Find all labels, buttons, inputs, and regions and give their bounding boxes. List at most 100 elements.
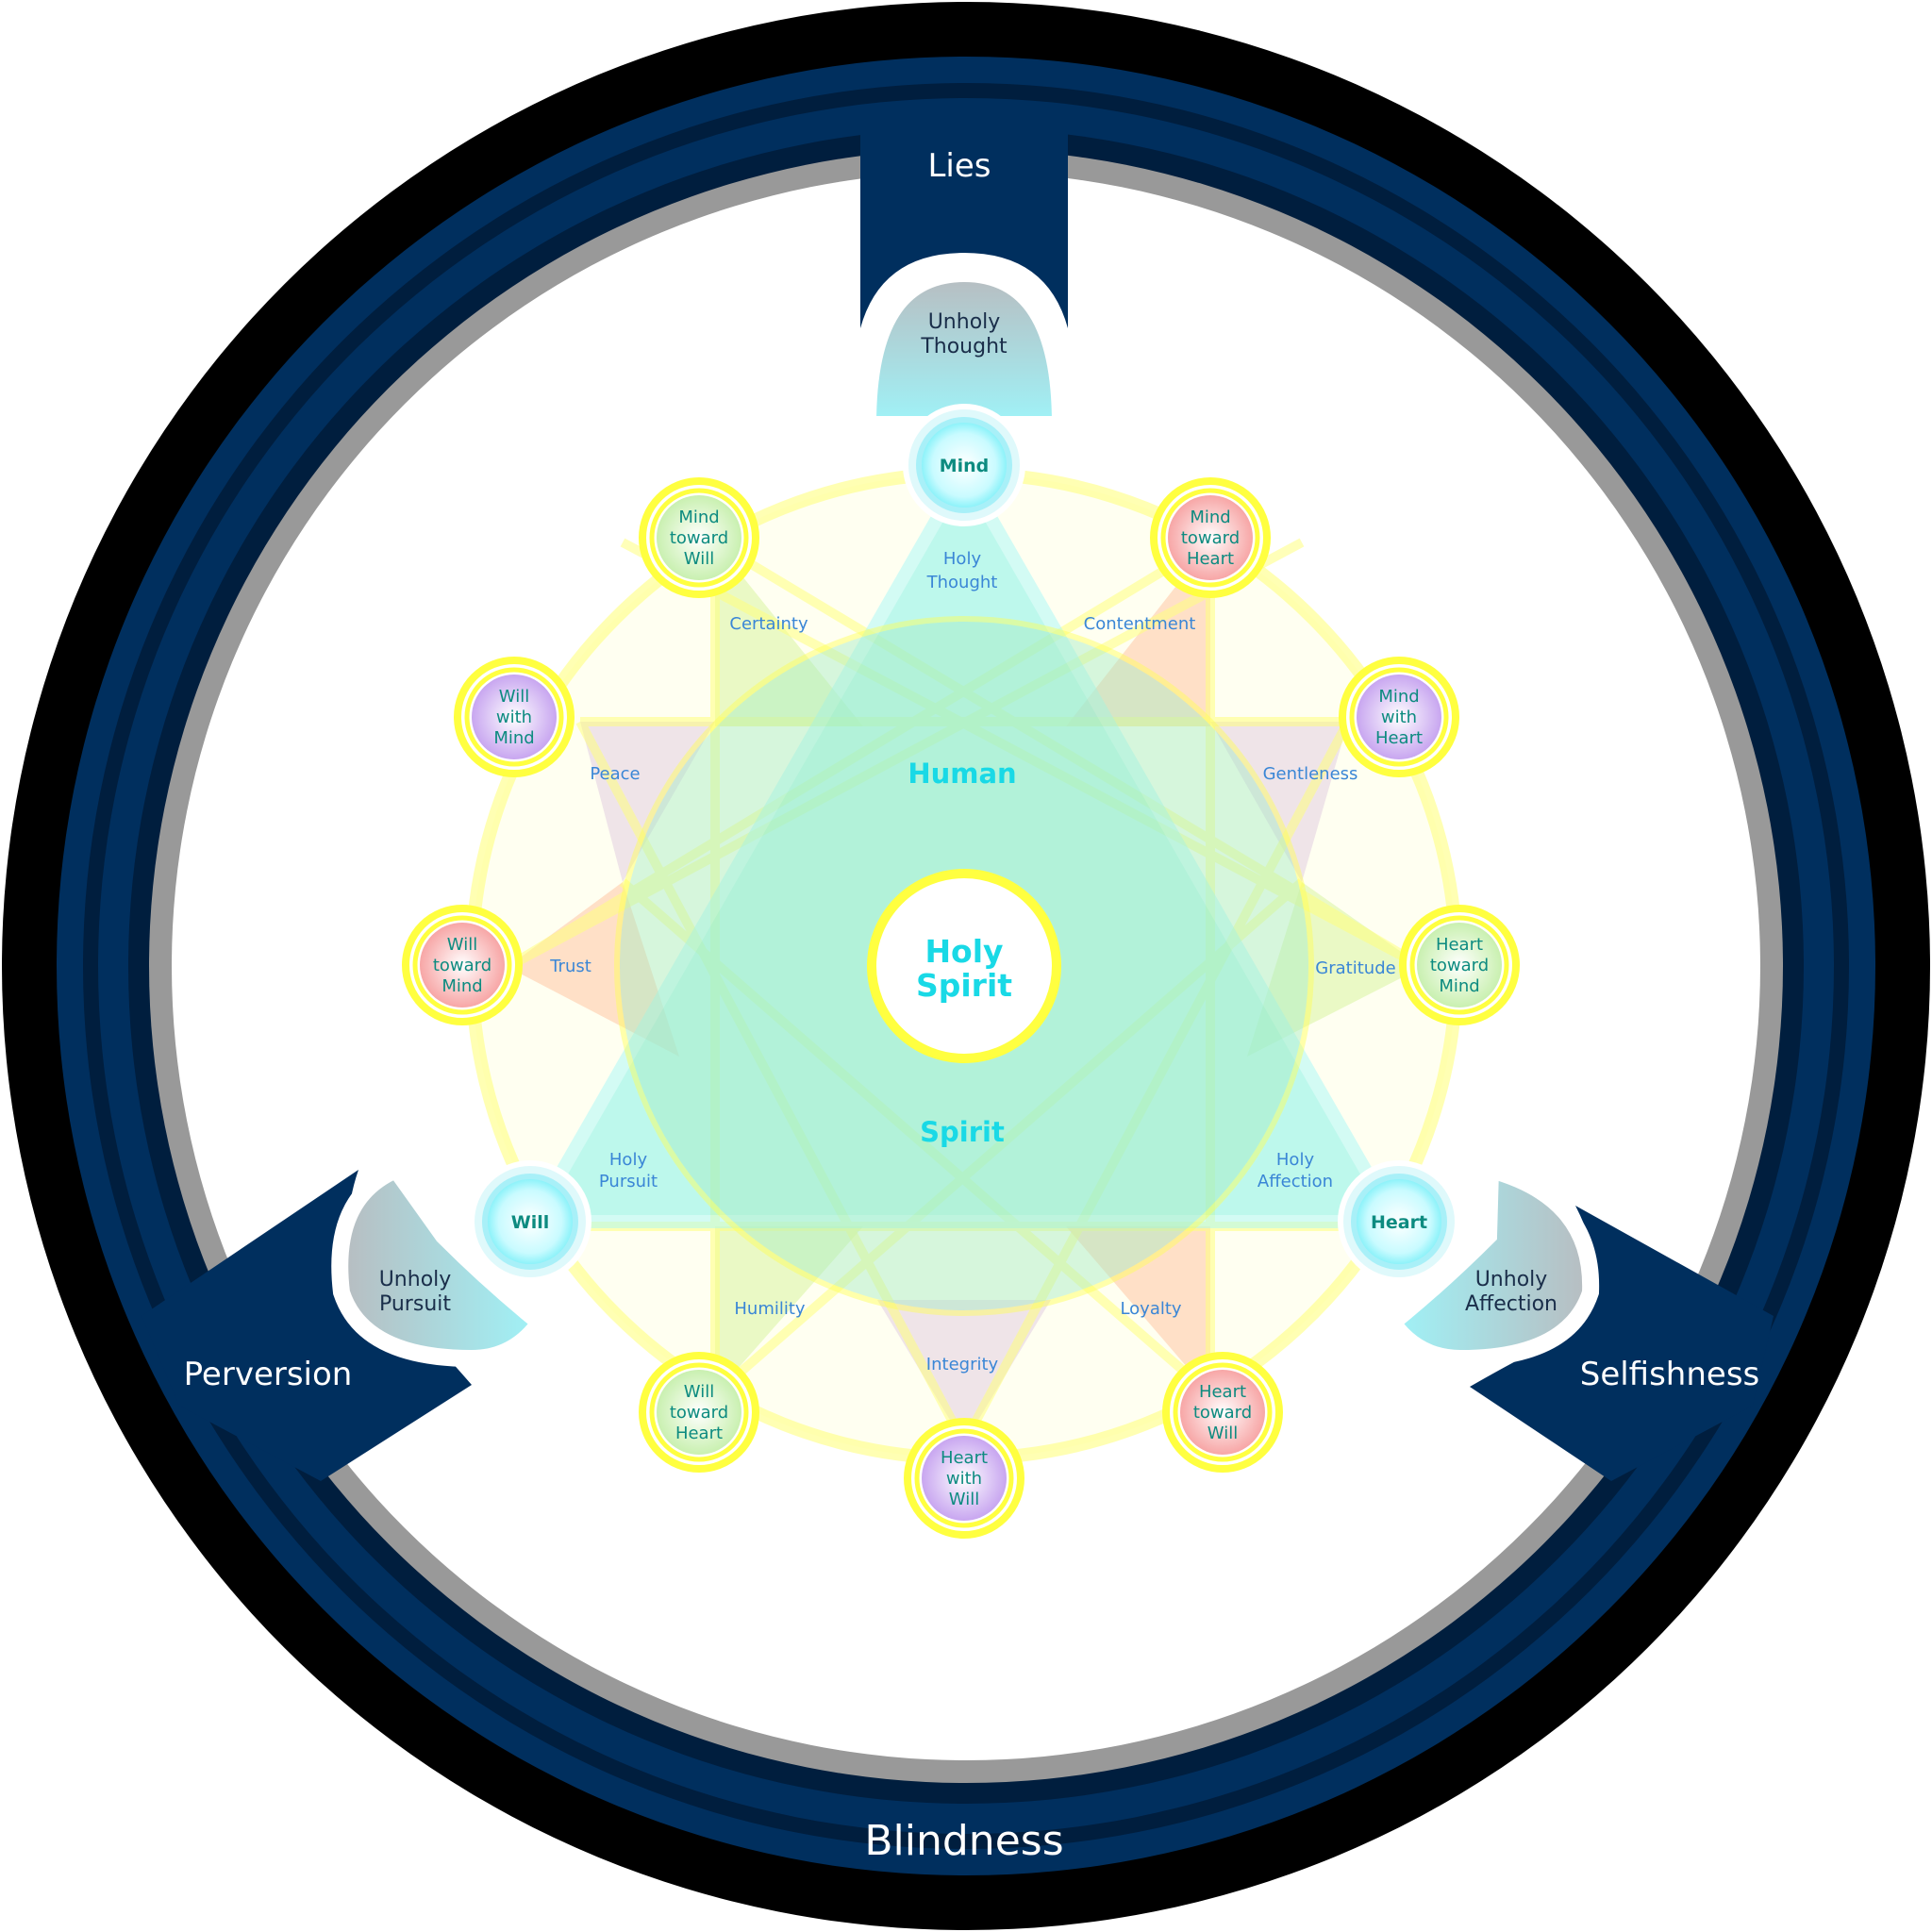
node-label-line: Will xyxy=(684,1382,714,1402)
mind-node: Mind xyxy=(903,404,1025,526)
holy-thought-line1: Holy xyxy=(943,549,982,569)
unholy-pursuit-shape xyxy=(331,1158,552,1368)
node-fill xyxy=(657,1370,741,1455)
virtue-gratitude: Gratitude xyxy=(1315,958,1395,978)
node-label-line: toward xyxy=(670,528,728,548)
unholy-labels: Unholy Thought Unholy Pursuit Unholy Aff… xyxy=(379,310,1557,1316)
holy-spirit-line1: Holy xyxy=(924,933,1003,970)
node-label-line: Mind xyxy=(1378,687,1419,707)
node-label-line: Will xyxy=(1208,1424,1238,1443)
node-fill xyxy=(1168,495,1253,580)
node-label-line: Will xyxy=(684,549,714,569)
node-label-line: Mind xyxy=(678,508,719,527)
holy-affection-line2: Affection xyxy=(1257,1172,1333,1191)
virtue-peace: Peace xyxy=(590,764,640,784)
corner-nodes: Mind Will Heart xyxy=(469,404,1460,1283)
holy-pursuit-line2: Pursuit xyxy=(599,1172,658,1191)
banners xyxy=(142,121,1774,1481)
spirit-label: Spirit xyxy=(920,1116,1005,1148)
node-label-line: Heart xyxy=(1187,549,1234,569)
unholy-affection-shape xyxy=(1380,1158,1600,1368)
relationship-nodes: MindtowardWillMindtowardHeartWillwithMin… xyxy=(402,477,1520,1539)
node-label-line: Mind xyxy=(441,976,482,996)
selfishness-banner xyxy=(1470,1206,1774,1481)
holy-thought-line2: Thought xyxy=(926,573,998,592)
center-labels: Human Holy Spirit Spirit xyxy=(908,758,1016,1148)
node-inner-ring xyxy=(1173,1362,1273,1462)
human-label: Human xyxy=(908,758,1016,790)
node-label-line: toward xyxy=(433,956,491,975)
virtue-contentment: Contentment xyxy=(1084,614,1196,634)
virtue-humility: Humility xyxy=(734,1299,806,1319)
virtue-loyalty: Loyalty xyxy=(1120,1299,1181,1319)
virtue-integrity: Integrity xyxy=(926,1355,999,1374)
outer-labels: Lies Perversion Selfishness Blindness xyxy=(184,147,1760,1865)
lies-banner xyxy=(860,121,1068,328)
node-fill xyxy=(420,923,505,1008)
teardrops xyxy=(331,264,1600,1368)
triangle xyxy=(521,458,1407,1228)
node-inner-ring xyxy=(1409,915,1509,1015)
integrity-segment xyxy=(877,1300,1051,1443)
holy-labels: Holy Thought Holy Pursuit Holy Affection xyxy=(599,549,1333,1191)
holy-spirit-line2: Spirit xyxy=(916,967,1012,1004)
perversion-label: Perversion xyxy=(184,1356,353,1393)
virtue-certainty: Certainty xyxy=(729,614,808,634)
unholy-thought-shape xyxy=(858,264,1070,433)
peace-segment xyxy=(580,722,715,882)
virtue-gentleness: Gentleness xyxy=(1263,764,1358,784)
node-label-line: Mind xyxy=(1439,976,1479,996)
holy-pursuit-line1: Holy xyxy=(609,1150,648,1170)
blindness-label: Blindness xyxy=(864,1817,1063,1865)
unholy-thought-line1: Unholy xyxy=(928,310,1001,334)
node-fill xyxy=(1357,675,1441,759)
gentleness-segment xyxy=(1210,722,1348,882)
unholy-affection-line1: Unholy xyxy=(1475,1268,1548,1291)
node-label-line: toward xyxy=(1193,1403,1252,1423)
node-fill xyxy=(657,495,741,580)
node-label-line: toward xyxy=(1181,528,1240,548)
node-label-line: toward xyxy=(670,1403,728,1423)
node-inner-ring xyxy=(649,1362,749,1462)
perversion-banner xyxy=(142,1170,472,1481)
unholy-affection-line2: Affection xyxy=(1465,1292,1557,1316)
node-label-line: with xyxy=(496,708,532,727)
node-fill xyxy=(1180,1370,1265,1455)
node-label-line: Heart xyxy=(675,1424,723,1443)
node-inner-ring xyxy=(1349,667,1449,767)
humility-segment xyxy=(715,1226,863,1394)
heart-node: Heart xyxy=(1338,1160,1460,1283)
selfishness-label: Selfishness xyxy=(1580,1356,1760,1393)
holy-affection-line1: Holy xyxy=(1276,1150,1315,1170)
node-inner-ring xyxy=(914,1428,1014,1528)
will-node: Will xyxy=(469,1160,591,1283)
node-label-line: Heart xyxy=(1375,728,1423,748)
node-label-line: Will xyxy=(499,687,529,707)
node-label-line: Mind xyxy=(1190,508,1230,527)
node-inner-ring xyxy=(412,915,512,1015)
node-label-line: Heart xyxy=(1436,935,1483,955)
node-inner-ring xyxy=(464,667,564,767)
node-inner-ring xyxy=(649,488,749,588)
lies-label: Lies xyxy=(927,147,991,185)
node-label-line: Will xyxy=(447,935,477,955)
trust-segment xyxy=(508,882,679,1057)
node-fill xyxy=(472,675,557,759)
will-label: Will xyxy=(511,1212,550,1233)
node-label-line: Heart xyxy=(1199,1382,1246,1402)
unholy-pursuit-line1: Unholy xyxy=(379,1268,452,1291)
loyalty-segment xyxy=(1066,1226,1210,1394)
gratitude-segment xyxy=(1247,882,1423,1057)
node-label-line: Will xyxy=(949,1490,979,1509)
node-inner-ring xyxy=(1160,488,1260,588)
node-label-line: with xyxy=(946,1469,982,1489)
